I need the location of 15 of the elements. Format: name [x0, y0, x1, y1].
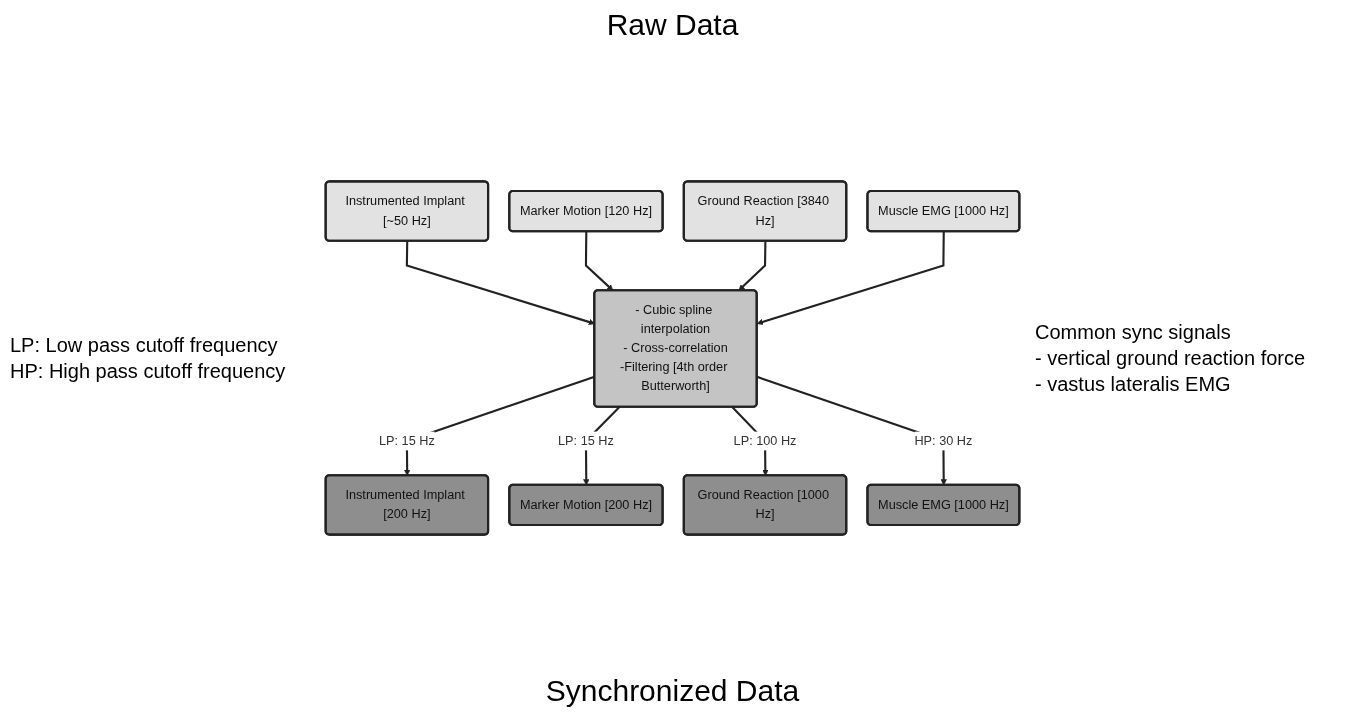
arrow	[738, 241, 767, 291]
note-text: - vastus lateralis EMG	[1035, 372, 1232, 397]
arrow	[756, 231, 945, 325]
arrow	[405, 241, 595, 326]
note-text: - vertical ground reaction force	[1035, 346, 1307, 371]
caption: Synchronized Data	[545, 674, 800, 708]
note-text: Common sync signals	[1035, 320, 1232, 345]
edge-label: LP: 15 Hz	[558, 433, 614, 448]
arrow	[584, 231, 614, 291]
note-text: LP: Low pass cutoff frequency	[10, 333, 279, 358]
edge-label: LP: 15 Hz	[378, 433, 435, 448]
note-text: HP: High pass cutoff frequency	[10, 359, 287, 384]
heading: Raw Data	[606, 8, 739, 42]
edge-label: HP: 30 Hz	[914, 433, 973, 448]
edge-label: LP: 100 Hz	[733, 433, 797, 448]
